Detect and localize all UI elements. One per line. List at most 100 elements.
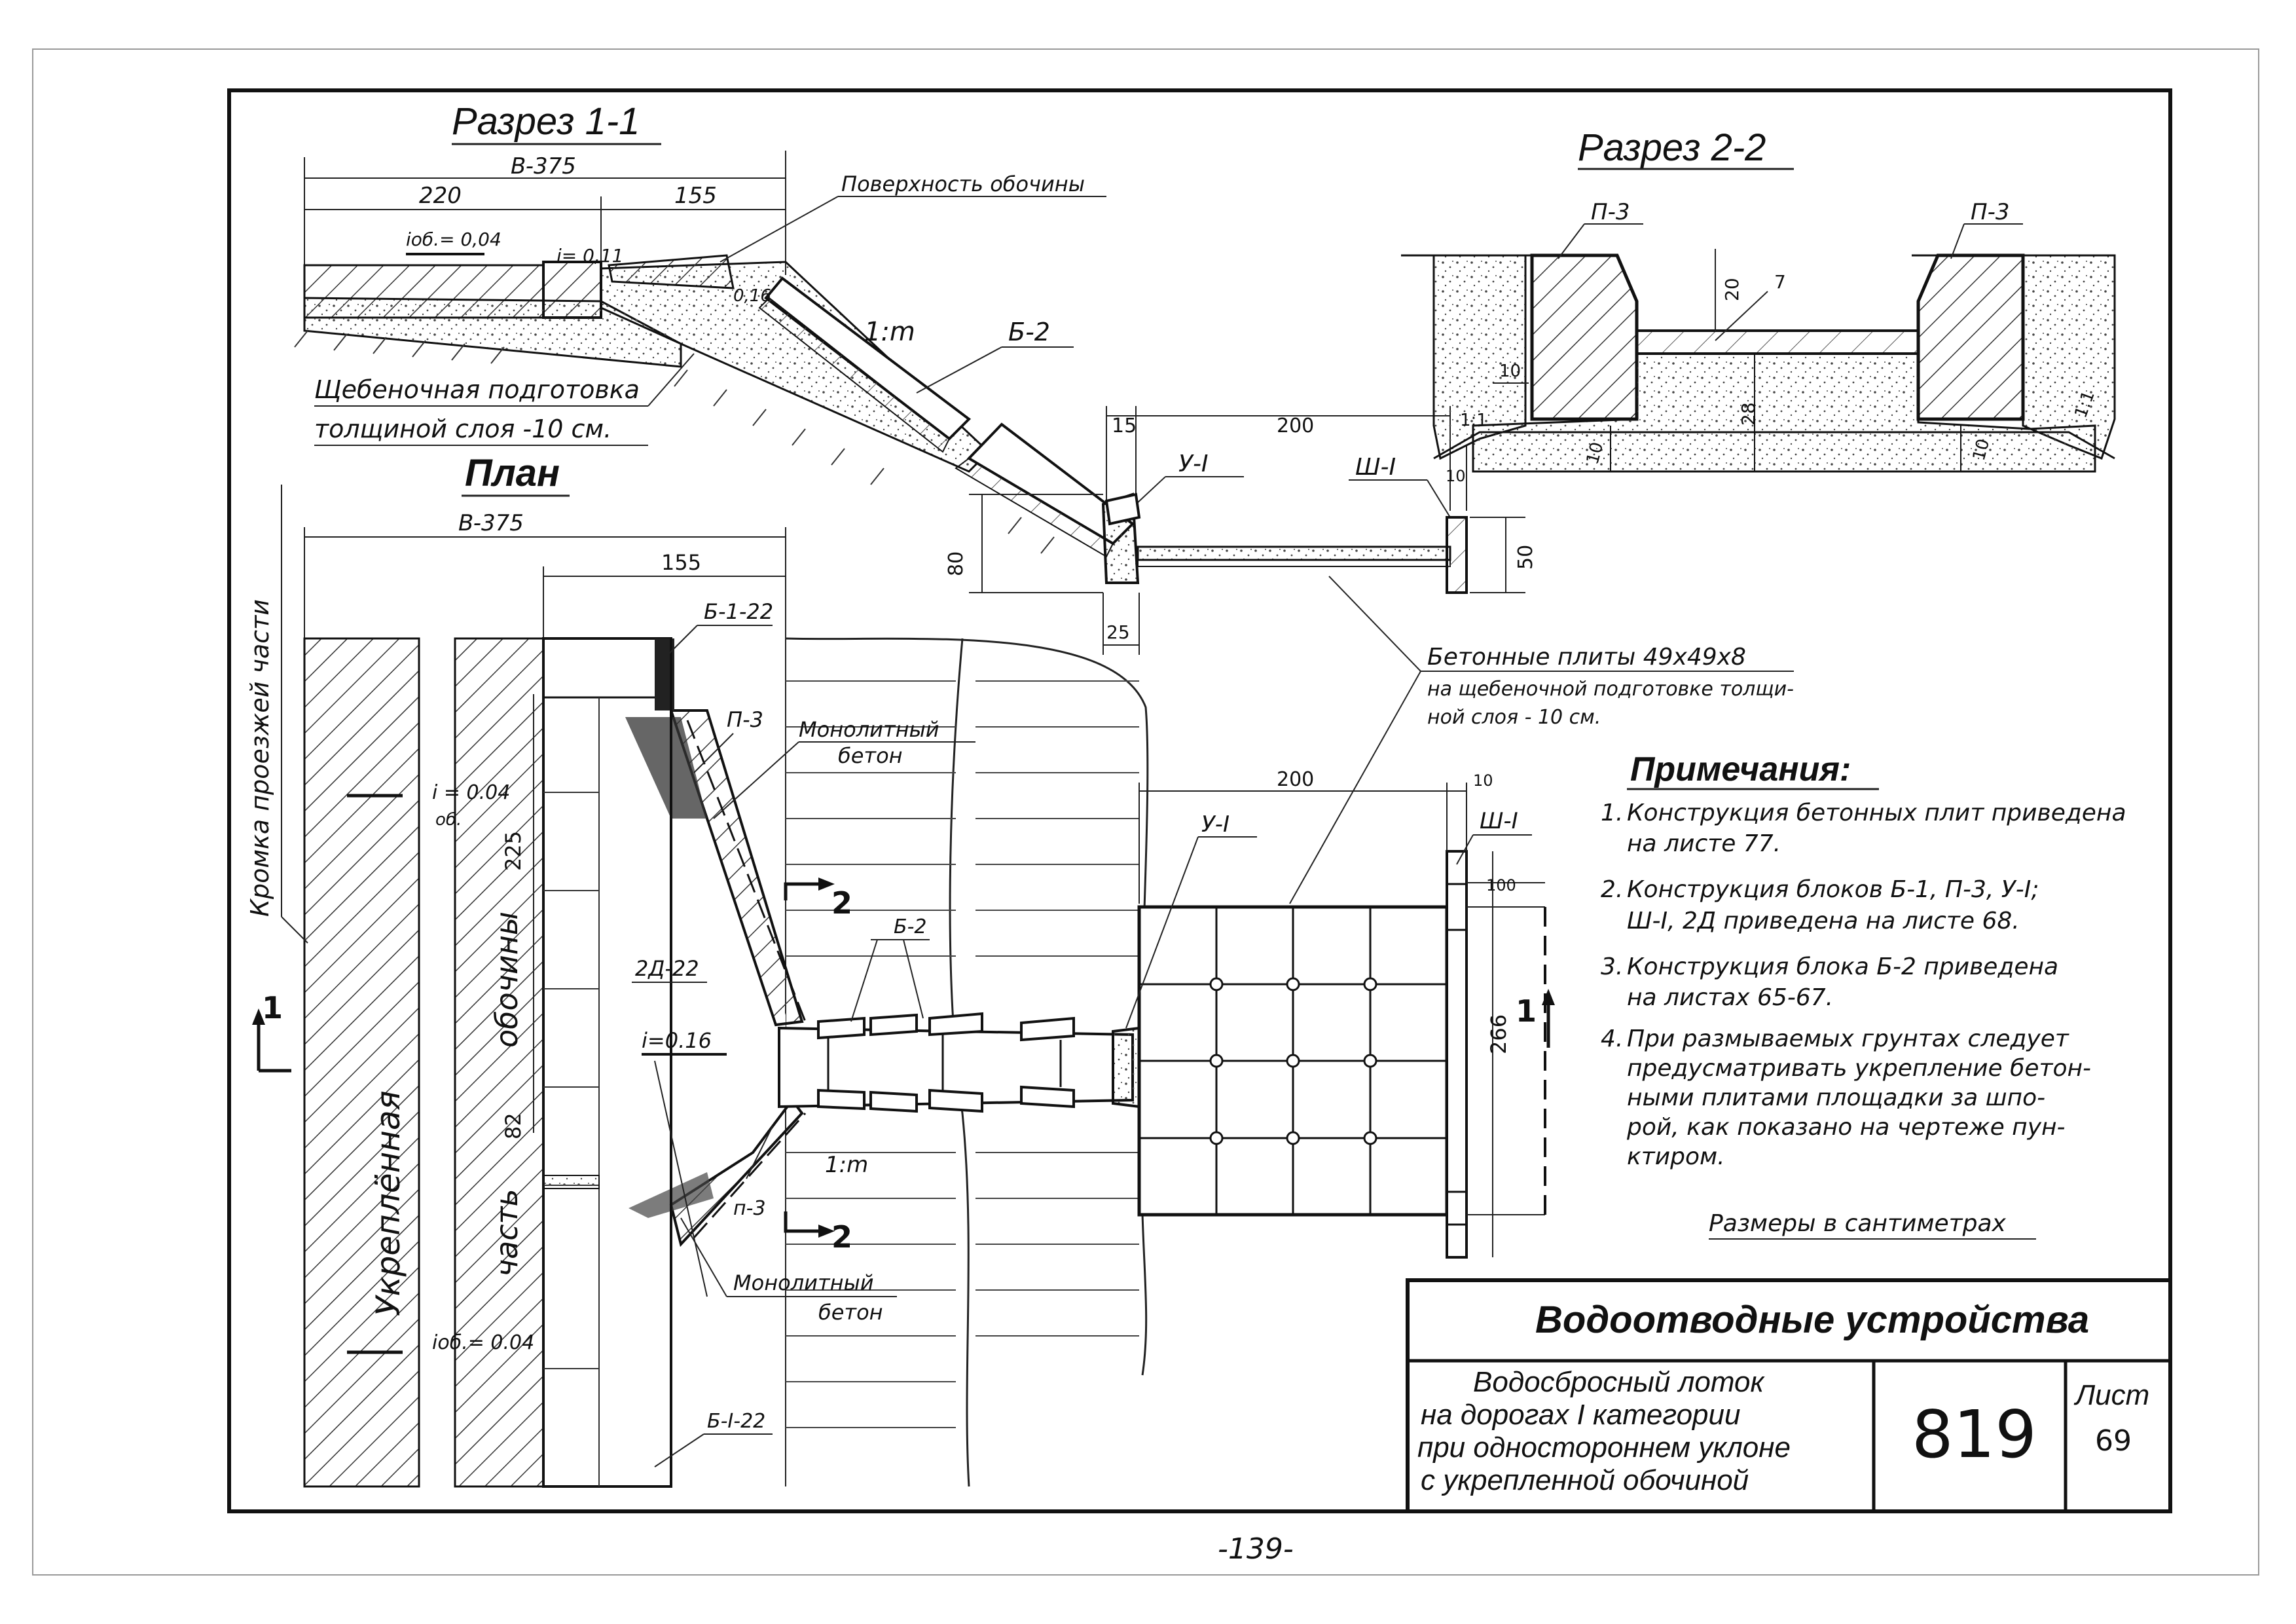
plan-dim-100: 100 (1486, 876, 1516, 895)
profile-dim-200: 200 (1277, 415, 1314, 437)
section-1-1-dim-total: B-375 (511, 153, 576, 179)
profile-dim-15: 15 (1112, 415, 1137, 437)
plan-title: План (465, 452, 560, 494)
plan-dim-266: 266 (1486, 1014, 1511, 1054)
profile-dim-50: 50 (1514, 545, 1537, 570)
note-3-line1: Конструкция блока Б-2 приведена (1627, 953, 2058, 980)
notes-units: Размеры в сантиметрах (1709, 1210, 2007, 1237)
section-1-1-label-016: 0,16 (733, 286, 771, 306)
section-1-1-slope-shoulder: iоб.= 0,04 (406, 229, 501, 250)
plan-section-mark-1-left: 1 (262, 990, 283, 1025)
note-3-line2: на листах 65-67. (1627, 984, 1833, 1011)
plan-label-u1: У-I (1201, 811, 1230, 838)
plan-dim-200: 200 (1277, 768, 1314, 791)
note-3-number: 3. (1601, 953, 1623, 980)
section-2-2-label-p3-right: П-3 (1971, 199, 2009, 225)
plan-view: План B-375 155 75 (246, 452, 1555, 1488)
section-2-2-label-p3-left: П-3 (1591, 199, 1630, 225)
profile-dim-25: 25 (1106, 621, 1130, 643)
plan-label-2d22: 2Д-22 (635, 956, 699, 981)
section-2-2-dim-7: 7 (1774, 271, 1786, 293)
plan-label-obochiny: обочины (489, 912, 524, 1048)
section-1-1-label-surface: Поверхность обочины (841, 172, 1085, 196)
plan-label-monolith-bot-1: Монолитный (733, 1270, 874, 1295)
section-1-1: Разрез 1-1 B-375 220 155 iоб.= 0,04 i= 0… (294, 100, 1135, 558)
title-sheet-label: Лист (2073, 1379, 2149, 1411)
profile-dim-80: 80 (945, 551, 968, 576)
note-1-line1: Конструкция бетонных плит приведена (1627, 800, 2126, 826)
profile-section: 15 200 У-I Ш-I 10 50 80 25 (945, 406, 1537, 655)
plan-dim-total: B-375 (458, 510, 524, 536)
note-2-number: 2. (1601, 876, 1623, 903)
plan-section-mark-2-bottom: 2 (831, 1219, 852, 1255)
page-number: -139- (1218, 1532, 1294, 1566)
concrete-label-line3: ной слоя - 10 см. (1427, 706, 1601, 729)
section-1-1-gravel-line2: толщиной слоя -10 см. (314, 415, 611, 443)
plan-dim-155: 155 (661, 550, 701, 575)
note-4-line5: ктиром. (1627, 1143, 1725, 1170)
plan-label-monolith-bot-2: бетон (818, 1300, 883, 1325)
page-edge (32, 48, 2259, 1576)
plan-label-b1-22-bottom: Б-I-22 (707, 1410, 765, 1433)
plan-section-mark-2-top: 2 (831, 885, 852, 921)
note-4-number: 4. (1601, 1025, 1623, 1052)
profile-dim-10: 10 (1446, 467, 1466, 485)
plan-slope-bottom: iоб.= 0.04 (432, 1331, 534, 1354)
plan-label-b1-22-top: Б-1-22 (704, 599, 773, 624)
concrete-slab-label: Бетонные плиты 49х49х8 на щебеночной под… (1289, 576, 1794, 904)
title-desc-line2: на дорогах I категории (1421, 1399, 1740, 1431)
section-2-2-slope-left: 1:1 (1460, 411, 1487, 430)
plan-label-monolith-top-2: бетон (838, 743, 903, 768)
note-4-line1: При размываемых грунтах следует (1627, 1025, 2069, 1052)
concrete-label-line1: Бетонные плиты 49х49х8 (1427, 644, 1746, 671)
section-1-1-label-1m: 1:m (864, 317, 915, 347)
plan-dim-82: 82 (501, 1113, 526, 1139)
section-2-2-dim-20: 20 (1721, 278, 1743, 301)
plan-label-b2: Б-2 (894, 915, 927, 938)
plan-dim-10: 10 (1473, 771, 1493, 790)
plan-dim-225: 225 (501, 831, 526, 871)
plan-slope-016: i=0.16 (642, 1028, 712, 1053)
section-2-2: Разрез 2-2 П-3 П-3 20 7 28 10 10 10 1:1 (1401, 126, 2116, 473)
title-desc-line4: с укрепленной обочиной (1421, 1464, 1749, 1496)
notes-block: Примечания: 1. Конструкция бетонных плит… (1601, 750, 2126, 1240)
section-1-1-dim-left: 220 (419, 183, 462, 209)
title-main: Водоотводные устройства (1535, 1299, 2089, 1341)
section-2-2-dim-28: 28 (1738, 402, 1759, 426)
plan-slope-top: i = 0.04 (432, 781, 510, 804)
plan-label-kromka: Кромка проезжей части (246, 599, 274, 917)
section-1-1-title: Разрез 1-1 (452, 100, 640, 143)
plan-label-sh1: Ш-I (1480, 808, 1518, 834)
note-2-line2: Ш-I, 2Д приведена на листе 68. (1627, 908, 2020, 934)
profile-label-sh1: Ш-I (1355, 454, 1396, 481)
notes-title: Примечания: (1630, 750, 1851, 788)
profile-label-u1: У-I (1178, 451, 1209, 477)
title-sheet-number: 69 (2095, 1424, 2132, 1458)
section-1-1-dim-right: 155 (674, 183, 717, 209)
title-number: 819 (1912, 1396, 2037, 1473)
note-1-number: 1. (1601, 800, 1623, 826)
note-2-line1: Конструкция блоков Б-1, П-3, У-I; (1627, 876, 2039, 903)
note-4-line2: предусматривать укрепление бетон- (1627, 1055, 2091, 1082)
drawing-frame (227, 88, 2172, 1513)
title-desc-line1: Водосбросный лоток (1473, 1366, 1766, 1398)
note-1-line2: на листе 77. (1627, 830, 1781, 857)
plan-label-1m: 1:m (825, 1152, 868, 1178)
plan-label-ukreplennaya: Укреплённая (369, 1090, 407, 1316)
note-4-line3: ными плитами площадки за шпо- (1627, 1084, 2045, 1111)
plan-label-p3-bottom: п-3 (733, 1197, 766, 1220)
section-1-1-label-b2: Б-2 (1008, 318, 1050, 346)
plan-section-mark-1-right: 1 (1516, 993, 1537, 1029)
plan-label-chast: часть (489, 1189, 524, 1277)
note-4-line4: рой, как показано на чертеже пун- (1626, 1114, 2066, 1141)
section-2-2-dim-10a: 10 (1499, 361, 1521, 381)
plan-slope-top-sub: об. (435, 810, 462, 830)
section-1-1-gravel-line1: Щебеночная подготовка (314, 375, 640, 404)
plan-label-p3-top: П-3 (727, 707, 763, 732)
plan-label-monolith-top-1: Монолитный (799, 717, 939, 742)
title-desc-line3: при одностороннем уклоне (1417, 1431, 1791, 1464)
concrete-label-line2: на щебеночной подготовке толщи- (1427, 678, 1794, 701)
section-2-2-title: Разрез 2-2 (1578, 126, 1766, 169)
title-block: Водоотводные устройства Водосбросный лот… (1406, 1278, 2172, 1513)
